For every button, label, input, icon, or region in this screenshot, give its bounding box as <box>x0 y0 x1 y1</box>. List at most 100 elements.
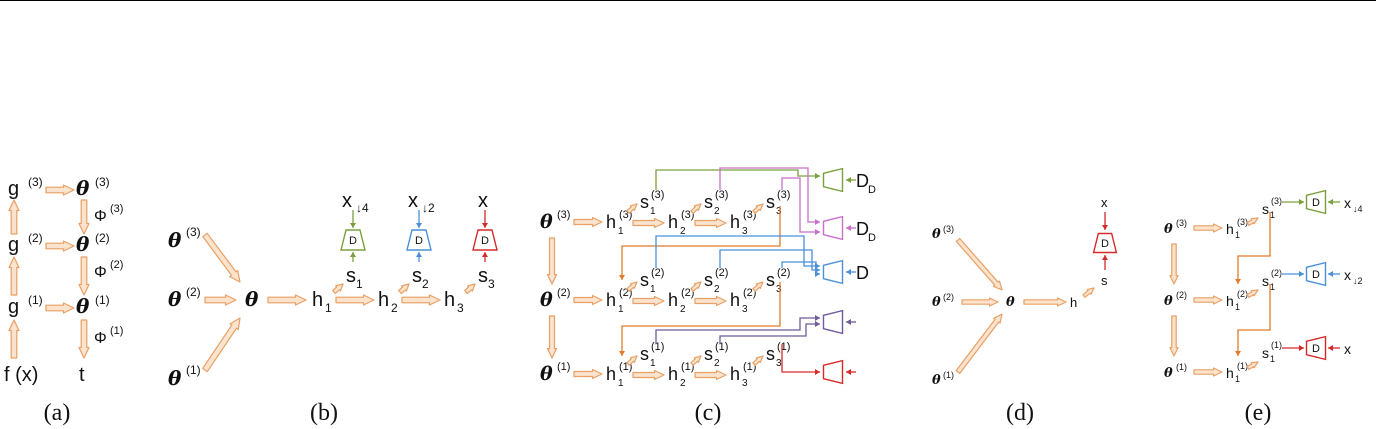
subscript: 3 <box>776 358 782 369</box>
theta2-arrow <box>961 297 999 307</box>
s-symbol: s <box>704 270 713 290</box>
theta-down-arrow <box>78 199 90 235</box>
h-to-s-arrow <box>332 283 344 295</box>
discriminator-label: D <box>1101 238 1109 250</box>
h-arrow <box>401 294 441 306</box>
arrowhead <box>815 369 820 375</box>
s-feed-line <box>655 317 820 344</box>
discriminator-shape <box>340 229 366 251</box>
h-to-s-arrow <box>752 281 764 292</box>
g-up-arrow <box>8 199 20 235</box>
subscript: 1 <box>1235 374 1240 384</box>
h-symbol: h <box>1226 293 1234 309</box>
superscript: (3) <box>777 189 790 201</box>
s-feed-line <box>781 344 820 373</box>
arrowhead <box>846 269 851 275</box>
superscript: (3) <box>743 209 756 221</box>
discriminator-box <box>822 359 844 385</box>
arrowhead <box>416 252 422 257</box>
discriminator-shape <box>822 359 844 385</box>
arrowhead <box>482 223 488 228</box>
s-symbol: s <box>766 192 775 212</box>
subscript: 3 <box>742 378 748 389</box>
arrowhead <box>1235 279 1241 284</box>
h-symbol: h <box>730 364 740 384</box>
discriminator-label: D <box>349 235 357 247</box>
h-symbol: h <box>668 290 678 310</box>
h-symbol: h <box>312 289 323 311</box>
discriminator-shape <box>1092 232 1118 254</box>
discriminator-shape <box>822 259 844 285</box>
subscript: 1 <box>1235 230 1240 240</box>
subscript: 2 <box>714 206 720 217</box>
subscript: 3 <box>457 301 464 315</box>
superscript: (3) <box>651 189 664 201</box>
superscript: (3) <box>186 225 201 239</box>
h-arrow <box>632 369 665 381</box>
arrowhead <box>1328 199 1333 205</box>
theta-center: θ <box>1006 295 1015 310</box>
h-to-s-arrow <box>1082 287 1095 298</box>
superscript: (3) <box>1271 196 1282 206</box>
s-symbol: s <box>766 344 775 364</box>
arrowhead <box>350 252 356 257</box>
subscript: 2 <box>422 277 429 291</box>
superscript: (3) <box>943 224 954 234</box>
subscript: 1 <box>618 226 624 237</box>
top-rule <box>0 0 1376 1</box>
theta-down-arrow <box>546 237 558 285</box>
subscript: D <box>868 184 876 196</box>
theta1-arrow <box>955 313 1003 374</box>
subscript: 1 <box>618 304 624 315</box>
g-symbol: g <box>8 178 19 200</box>
superscript: (3) <box>28 175 43 189</box>
g-to-theta-arrow <box>45 302 75 314</box>
theta-symbol: θ <box>76 176 90 200</box>
arrowhead <box>815 173 820 179</box>
s-symbol: s <box>704 192 713 212</box>
superscript: (2) <box>557 287 570 299</box>
superscript: (1) <box>777 341 790 353</box>
subscript: 2 <box>714 284 720 295</box>
arrowhead <box>815 315 820 321</box>
s-symbol: s <box>1262 273 1269 289</box>
subscript: 1 <box>650 206 656 217</box>
discriminator-shape <box>1305 261 1327 287</box>
theta-down-arrow <box>78 256 90 296</box>
s-symbol: s <box>412 265 422 287</box>
x-symbol: D <box>856 171 869 191</box>
theta-2: θ <box>932 295 941 310</box>
s-symbol: s <box>704 344 713 364</box>
theta-row: θ <box>1164 366 1173 381</box>
h-arrow <box>694 217 727 229</box>
theta-down-arrow <box>78 319 90 359</box>
s-feed-line <box>781 177 820 233</box>
discriminator-box: D <box>406 229 432 251</box>
superscript: (2) <box>1237 289 1248 299</box>
theta-to-h-arrow <box>573 294 603 306</box>
superscript: (2) <box>186 285 201 299</box>
subscript: 1 <box>1270 354 1275 364</box>
g-to-theta-arrow <box>45 240 75 252</box>
phi-symbol: Φ <box>94 208 107 225</box>
superscript: (1) <box>681 361 694 373</box>
superscript: (2) <box>681 287 694 299</box>
theta-3: θ <box>168 228 182 252</box>
panel-caption: (d) <box>1006 400 1034 426</box>
s-feed-line <box>655 235 820 268</box>
discriminator-shape <box>472 229 498 251</box>
h-arrow <box>335 294 375 306</box>
panel-caption: (a) <box>44 400 71 426</box>
h-arrow <box>694 295 727 307</box>
arrowhead <box>1328 271 1333 277</box>
discriminator-label: D <box>415 235 423 247</box>
theta-down-arrow <box>546 315 558 359</box>
arrowhead <box>1102 225 1108 230</box>
arrowhead <box>1235 351 1241 356</box>
s-feed-line <box>655 169 820 190</box>
superscript: (2) <box>943 292 954 302</box>
g-symbol: g <box>8 234 19 256</box>
superscript: (2) <box>95 231 110 245</box>
